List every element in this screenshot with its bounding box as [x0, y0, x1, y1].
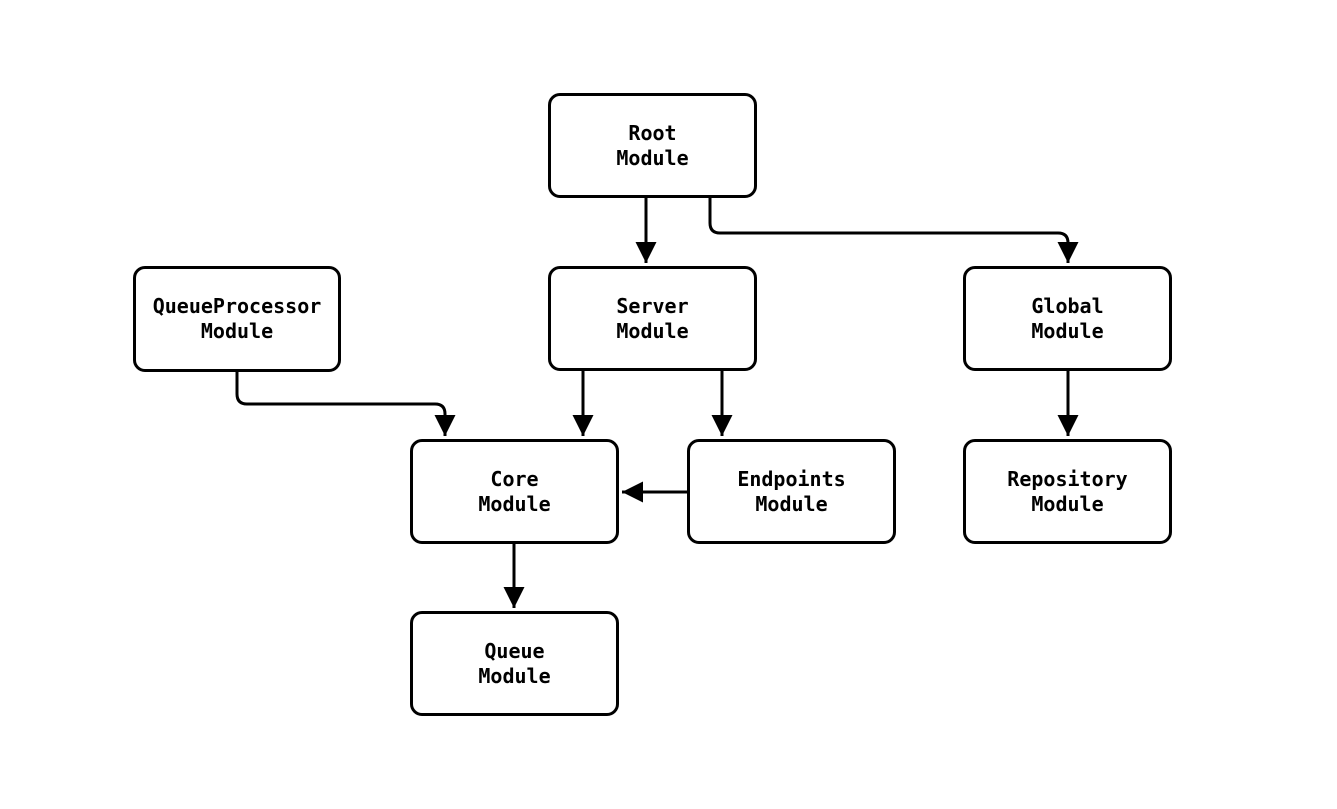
edge-group [235, 198, 1079, 608]
edge-root-to-global [708, 198, 1079, 263]
node-queue-module: Queue Module [410, 611, 619, 716]
node-server-module: Server Module [548, 266, 757, 371]
node-global-module: Global Module [963, 266, 1172, 371]
node-endpoints-module: Endpoints Module [687, 439, 896, 544]
node-core-module: Core Module [410, 439, 619, 544]
edge-queueprocessor-to-core [235, 372, 456, 436]
node-root-module: Root Module [548, 93, 757, 198]
node-queueprocessor-module: QueueProcessor Module [133, 266, 341, 372]
node-repository-module: Repository Module [963, 439, 1172, 544]
